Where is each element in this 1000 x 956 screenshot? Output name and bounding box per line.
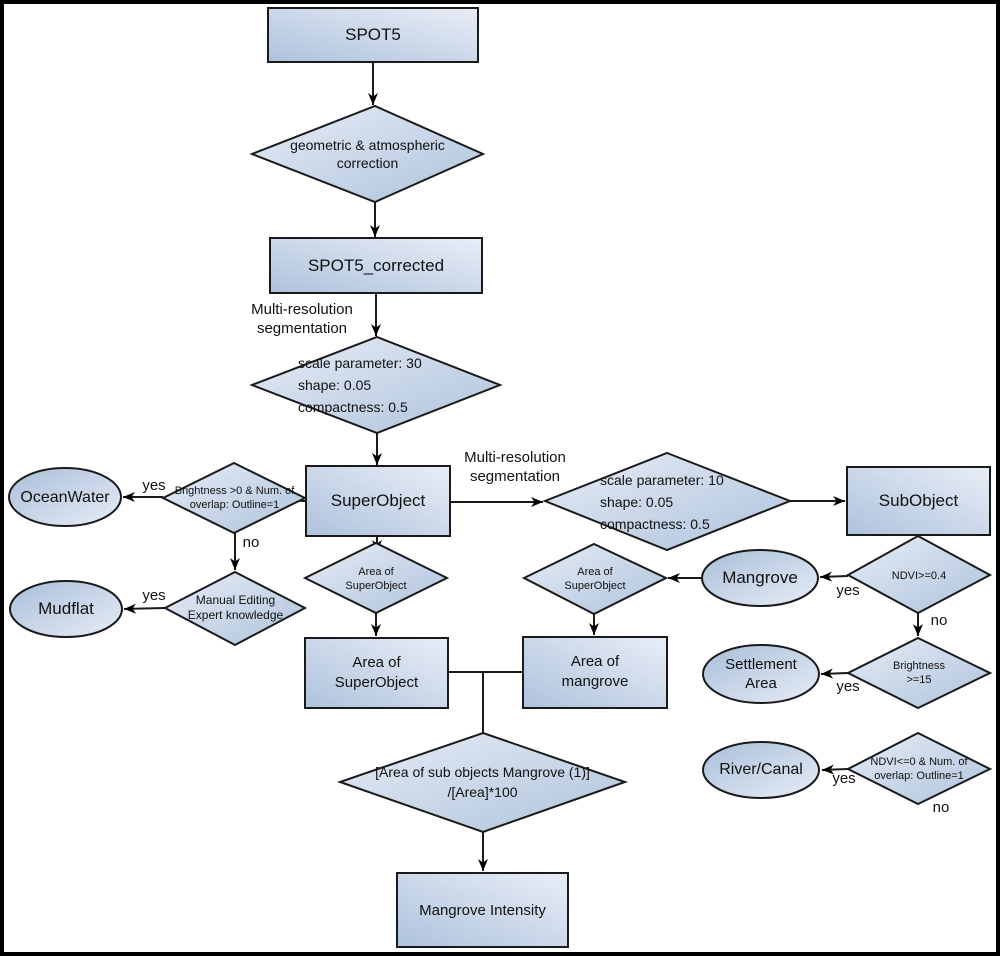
ndvi04-diamond — [845, 534, 993, 615]
subobject-box — [846, 466, 991, 536]
area-check-right-diamond — [521, 542, 669, 616]
segmentation-label-2: Multi-resolution segmentation — [464, 449, 566, 485]
area-check-left-label: Area of SuperObject — [345, 566, 407, 592]
seg30-params-label: scale parameter: 30 shape: 0.05 compactn… — [298, 355, 422, 415]
intensity-formula-diamond — [336, 731, 629, 834]
brightness-overlap-diamond — [160, 461, 308, 535]
spot5-corrected-label: SPOT5_corrected — [307, 256, 445, 275]
seg10-params-label: scale parameter: 10 shape: 0.05 compactn… — [600, 472, 724, 532]
subobject-label: SubObject — [878, 491, 959, 510]
edge-ndvi04-to-mangrove — [819, 571, 849, 582]
brightness15-diamond — [845, 636, 993, 710]
mangrove-ellipse — [701, 549, 819, 607]
spot5-box — [267, 7, 479, 63]
manual-editing-diamond — [162, 570, 308, 647]
edge-label-river-yes: yes — [832, 770, 856, 787]
edge-label-ndvi-no: no — [930, 612, 948, 629]
ndvi0-overlap-label: NDVI<=0 & Num. of overlap: Outline=1 — [870, 756, 968, 782]
area-check-right-label: Area of SuperObject — [564, 566, 626, 592]
edge-ndvi0-to-rivercanal — [821, 764, 849, 775]
seg30-params-diamond — [249, 335, 503, 435]
settlement-area-ellipse — [702, 644, 820, 704]
ndvi04-label: NDVI>=0.4 — [891, 570, 947, 582]
area-of-superobject-box — [304, 637, 449, 709]
edge-label-mudflat-yes: yes — [142, 587, 166, 604]
mangrove-intensity-label: Mangrove Intensity — [419, 902, 546, 919]
oceanwater-label: OceanWater — [20, 489, 110, 506]
area-of-superobject-label: Area of SuperObject — [334, 654, 419, 691]
area-check-left-diamond — [302, 541, 450, 615]
edge-brightness15-to-settlement — [820, 668, 849, 679]
brightness-overlap-label: Brightness >0 & Num. of overlap: Outline… — [174, 485, 295, 511]
river-canal-ellipse — [702, 741, 820, 799]
segmentation-label-1: Multi-resolution segmentation — [251, 301, 353, 337]
seg10-params-diamond — [542, 451, 793, 552]
edge-label-ocean-yes: yes — [142, 477, 166, 494]
mangrove-intensity-box — [396, 872, 569, 948]
edge-manualediting-to-mudflat — [123, 603, 166, 614]
spot5-label: SPOT5 — [345, 25, 401, 44]
manual-editing-label: Manual Editing Expert knowledge — [187, 593, 284, 622]
area-of-mangrove-label: Area of mangrove — [561, 653, 629, 690]
river-canal-label: River/Canal — [719, 761, 803, 778]
mangrove-label: Mangrove — [722, 568, 798, 587]
edge-label-river-no: no — [932, 799, 950, 816]
mudflat-label: Mudflat — [38, 599, 94, 618]
edge-label-mangrove-yes: yes — [836, 582, 860, 599]
edge-label-brightness-no: no — [242, 534, 260, 551]
area-of-mangrove-box — [522, 636, 668, 709]
spot5-corrected-box — [269, 237, 483, 294]
geo-correction-label: geometric & atmospheric correction — [290, 137, 445, 171]
ndvi0-overlap-diamond — [845, 731, 993, 806]
superobject-label: SuperObject — [330, 491, 426, 510]
brightness15-label: Brightness >=15 — [893, 660, 945, 686]
settlement-area-label: Settlement Area — [725, 656, 797, 692]
intensity-formula-label: [Area of sub objects Mangrove (1)] /[Are… — [375, 764, 590, 800]
superobject-box — [305, 465, 451, 537]
geo-correction-diamond — [249, 104, 486, 204]
oceanwater-ellipse — [8, 467, 122, 527]
edge-label-settlement-yes: yes — [836, 678, 860, 695]
mudflat-ellipse — [9, 580, 123, 638]
